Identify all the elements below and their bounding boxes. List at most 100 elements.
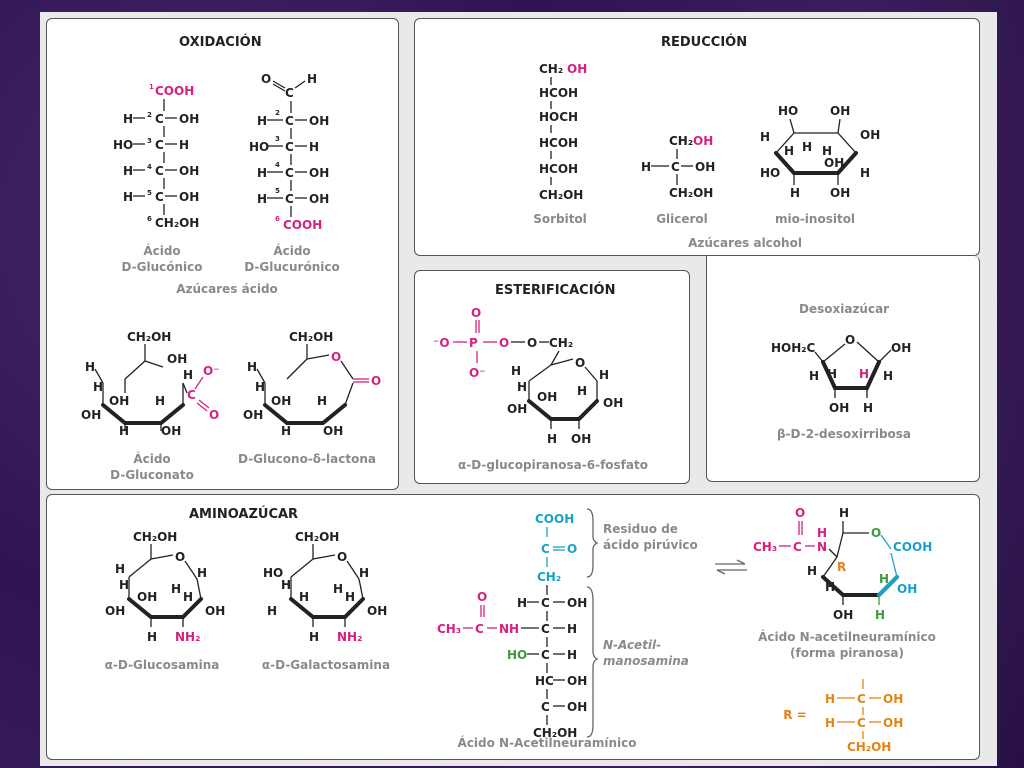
svg-text:CH₂OH: CH₂OH: [847, 740, 891, 754]
svg-text:CH₂OH: CH₂OH: [669, 186, 713, 200]
svg-text:6: 6: [147, 215, 152, 223]
svg-text:H: H: [863, 401, 873, 415]
svg-text:H: H: [299, 590, 309, 604]
svg-text:OH: OH: [883, 692, 903, 706]
esterificacion-panel: ESTERIFICACIÓN O ⁻O P O O CH₂ O⁻ O H H H…: [414, 270, 690, 484]
svg-text:H: H: [827, 367, 837, 381]
svg-text:OH: OH: [603, 396, 623, 410]
gluconate-caption-line1: Ácido: [133, 452, 171, 466]
svg-text:COOH: COOH: [155, 84, 194, 98]
svg-text:OH: OH: [830, 186, 850, 200]
svg-text:O: O: [575, 356, 585, 370]
svg-text:H: H: [123, 190, 133, 204]
svg-text:C: C: [541, 622, 550, 636]
gluconic-caption-line2: D-Glucónico: [121, 260, 203, 274]
svg-text:H: H: [359, 566, 369, 580]
svg-text:H: H: [119, 424, 129, 437]
svg-text:H: H: [760, 130, 770, 144]
svg-text:CH₂OH: CH₂OH: [155, 216, 199, 230]
svg-text:OH: OH: [367, 604, 387, 618]
svg-text:H: H: [309, 140, 319, 154]
svg-text:C: C: [857, 692, 866, 706]
gluconic-caption-line1: Ácido: [143, 244, 181, 258]
svg-text:C: C: [793, 540, 802, 554]
svg-text:H: H: [784, 144, 794, 158]
svg-text:H: H: [267, 604, 277, 618]
svg-text:CH₂: CH₂: [549, 336, 573, 350]
svg-text:OH: OH: [309, 166, 329, 180]
svg-text:H: H: [197, 566, 207, 580]
svg-text:HO: HO: [507, 648, 527, 662]
reduccion-title: REDUCCIÓN: [661, 35, 748, 50]
svg-text:OH: OH: [105, 604, 125, 618]
svg-text:OH: OH: [243, 408, 263, 422]
svg-text:OH: OH: [860, 128, 880, 142]
svg-text:H: H: [247, 360, 257, 374]
svg-text:OH: OH: [109, 394, 129, 408]
svg-text:C: C: [285, 166, 294, 180]
svg-text:H: H: [817, 526, 827, 540]
svg-text:HOCH: HOCH: [539, 110, 578, 124]
svg-text:H: H: [859, 367, 869, 381]
svg-text:O⁻: O⁻: [469, 366, 486, 380]
svg-text:H: H: [183, 368, 193, 382]
svg-text:6: 6: [275, 215, 280, 223]
lactone-caption: D-Glucono-δ-lactona: [238, 452, 376, 466]
svg-text:OH: OH: [830, 104, 850, 118]
neuraminic-pyranose-caption: Ácido N-acetilneuramínico (forma piranos…: [747, 629, 947, 661]
svg-text:OH: OH: [567, 700, 587, 714]
svg-text:H: H: [123, 164, 133, 178]
svg-text:CH₂OH: CH₂OH: [127, 330, 171, 344]
svg-text:NH: NH: [499, 622, 519, 636]
acetilmanosamina-line2: manosamina: [603, 654, 689, 668]
svg-text:OH: OH: [179, 164, 199, 178]
svg-text:CH₃: CH₃: [753, 540, 777, 554]
svg-text:NH₂: NH₂: [175, 630, 200, 644]
svg-text:H: H: [599, 368, 609, 382]
svg-text:H: H: [255, 380, 265, 394]
svg-text:2: 2: [147, 111, 152, 119]
svg-text:C: C: [155, 190, 164, 204]
svg-text:H: H: [641, 160, 651, 174]
svg-text:C: C: [285, 140, 294, 154]
svg-text:H: H: [825, 692, 835, 706]
svg-text:NH₂: NH₂: [337, 630, 362, 644]
neuraminic-pyranose-line1: Ácido N-acetilneuramínico: [758, 630, 936, 644]
svg-text:H: H: [567, 648, 577, 662]
esterificacion-caption: α-D-glucopiranosa-6-fosfato: [458, 458, 648, 472]
glycerol-caption: Glicerol: [656, 212, 708, 226]
svg-text:H: H: [179, 138, 189, 152]
svg-text:5: 5: [147, 189, 152, 197]
svg-text:OH: OH: [883, 716, 903, 730]
svg-text:C: C: [541, 596, 550, 610]
svg-text:OH: OH: [81, 408, 101, 422]
svg-text:HO: HO: [760, 166, 780, 180]
svg-text:OH: OH: [695, 160, 715, 174]
svg-text:OH: OH: [271, 394, 291, 408]
neuraminic-linear-caption: Ácido N-Acetilneuramínico: [457, 736, 637, 750]
azucares-acido-caption: Azúcares ácido: [176, 282, 278, 296]
equilibrium-arrow: [715, 559, 747, 575]
azucares-alcohol-caption: Azúcares alcohol: [688, 236, 802, 250]
svg-text:OH: OH: [537, 390, 557, 404]
svg-text:OH: OH: [179, 112, 199, 126]
svg-text:O: O: [331, 350, 341, 364]
neuraminic-pyranose-line2: (forma piranosa): [790, 646, 904, 660]
svg-text:H: H: [309, 630, 319, 644]
svg-text:OH: OH: [693, 134, 713, 148]
svg-text:CH₂OH: CH₂OH: [289, 330, 333, 344]
svg-text:OH: OH: [507, 402, 527, 416]
svg-text:O: O: [871, 526, 881, 540]
svg-text:OH: OH: [309, 192, 329, 206]
svg-text:C: C: [857, 716, 866, 730]
